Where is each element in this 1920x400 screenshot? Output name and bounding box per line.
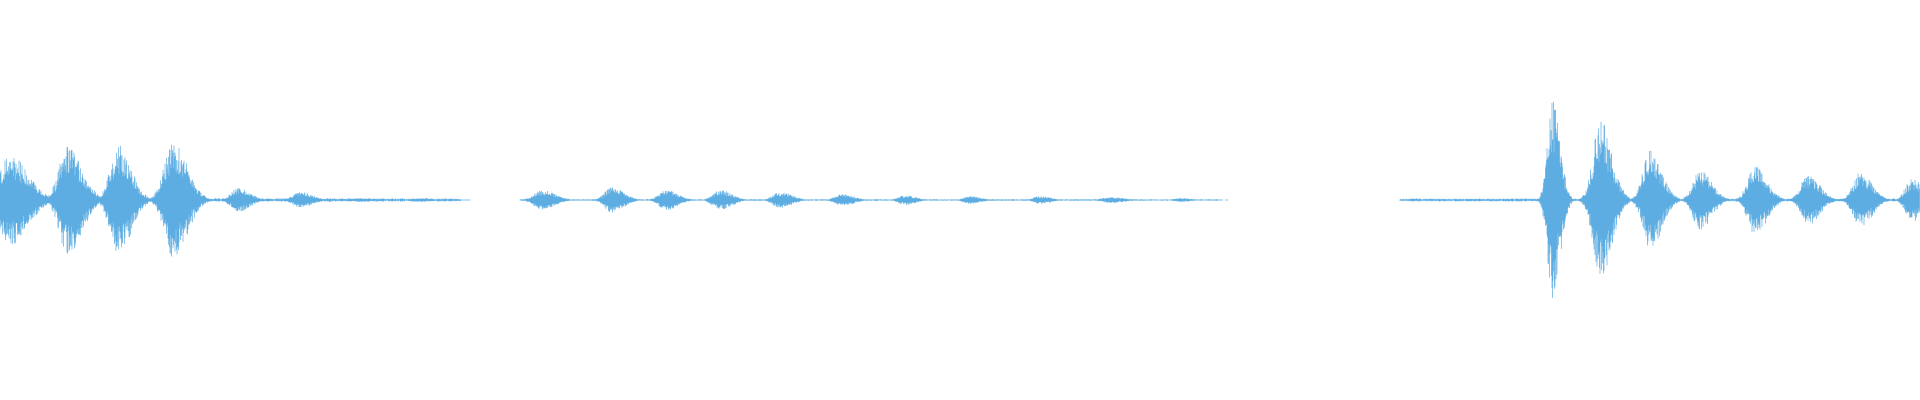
audio-waveform	[0, 101, 1920, 298]
waveform-svg	[0, 101, 1920, 298]
